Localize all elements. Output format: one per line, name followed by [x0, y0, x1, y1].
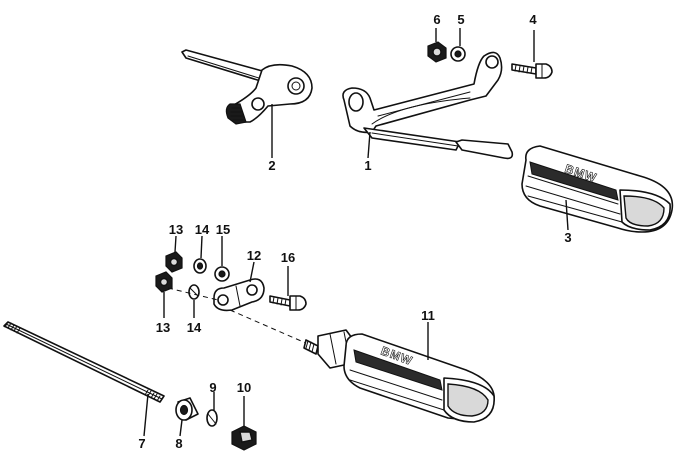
part-8-spacer — [175, 397, 199, 421]
callout-3: 3 — [564, 230, 571, 245]
callout-4: 4 — [529, 12, 537, 27]
callout-14-upper: 14 — [195, 222, 210, 237]
part-13-nut-lower — [155, 271, 173, 293]
part-6-nut — [427, 41, 447, 63]
part-7-threaded-rod — [3, 321, 165, 403]
callout-8: 8 — [175, 436, 182, 451]
callout-15: 15 — [216, 222, 230, 237]
part-14-washer-upper — [193, 258, 207, 274]
part-5-washer — [450, 46, 466, 62]
callout-7: 7 — [138, 436, 145, 451]
callout-11: 11 — [421, 308, 435, 323]
part-13-nut-upper — [165, 251, 183, 273]
callout-14-lower: 14 — [187, 320, 202, 335]
part-2-lever-arm — [181, 49, 313, 125]
part-3-footpeg-rubber: BMW — [521, 145, 674, 233]
part-16-bolt — [269, 295, 307, 311]
part-10-nut — [231, 425, 257, 451]
part-11-footpeg: BMW — [303, 329, 495, 423]
callout-leaders — [143, 28, 569, 437]
callout-12: 12 — [247, 248, 261, 263]
part-9-washer — [206, 409, 218, 427]
callout-5: 5 — [457, 12, 464, 27]
callout-16: 16 — [281, 250, 295, 265]
callout-numbers: 1 2 3 4 5 6 7 8 9 10 11 12 13 13 14 14 1… — [138, 12, 571, 451]
callout-6: 6 — [433, 12, 440, 27]
callout-13-lower: 13 — [156, 320, 170, 335]
callout-1: 1 — [364, 158, 371, 173]
part-1-bracket — [342, 51, 514, 160]
callout-10: 10 — [237, 380, 251, 395]
callout-13-upper: 13 — [169, 222, 183, 237]
part-15-washer — [214, 266, 230, 282]
callout-2: 2 — [268, 158, 275, 173]
part-14-washer-lower — [188, 284, 200, 300]
assembly-axis-line — [229, 309, 309, 345]
part-4-bolt — [511, 63, 553, 79]
part-12-link-bracket — [213, 278, 265, 312]
callout-9: 9 — [209, 380, 216, 395]
